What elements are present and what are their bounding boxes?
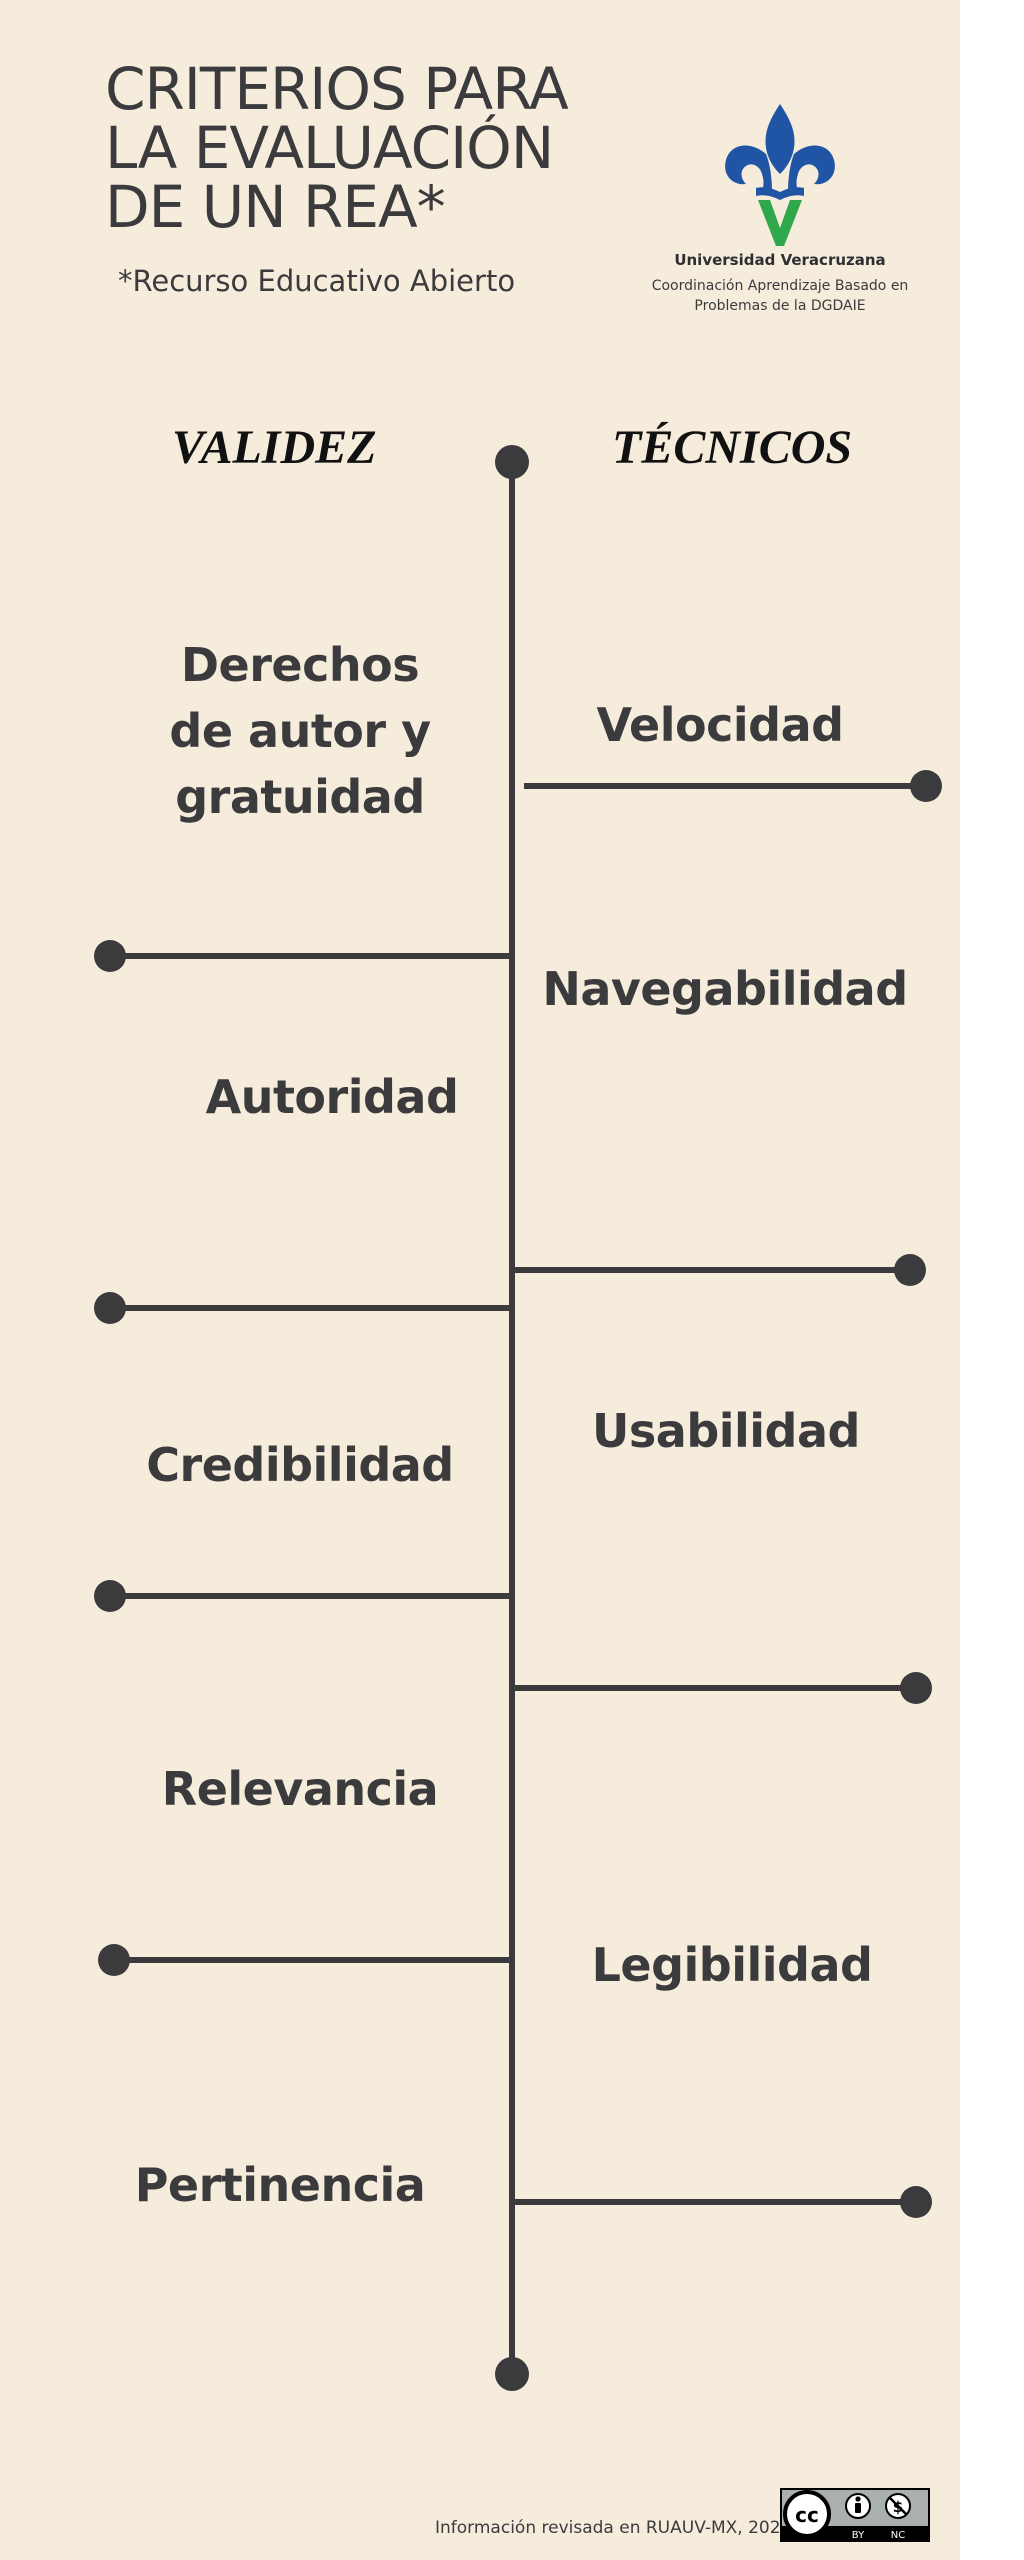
criterion-navegabilidad: Navegabilidad bbox=[542, 962, 908, 1016]
department-line: Coordinación Aprendizaje Basado en bbox=[651, 278, 909, 294]
footer-source: Información revisada en RUAUV-MX, 2020 bbox=[435, 2518, 792, 2538]
branch-node-usabilidad bbox=[900, 1672, 932, 1704]
university-name: Universidad Veracruzana bbox=[674, 251, 886, 269]
criterion-derechos-de-autor: Derechos de autor y gratuidad bbox=[169, 638, 431, 824]
criterion-legibilidad: Legibilidad bbox=[591, 1938, 873, 1992]
infographic-poster: CRITERIOS PARA LA EVALUACIÓN DE UN REA* … bbox=[0, 0, 960, 2560]
department-line: Problemas de la DGDAIE bbox=[694, 298, 866, 314]
column-heading-tecnicos: TÉCNICOS bbox=[612, 421, 853, 474]
branch-node-derechos bbox=[94, 940, 126, 972]
branch-node-velocidad bbox=[910, 770, 942, 802]
column-heading-validez: VALIDEZ bbox=[172, 421, 377, 474]
criterion-usabilidad: Usabilidad bbox=[592, 1404, 860, 1458]
universidad-veracruzana-logo-icon bbox=[725, 104, 835, 246]
criterion-relevancia: Relevancia bbox=[161, 1762, 439, 1816]
creative-commons-by-nc-icon: cc $ BY NC bbox=[780, 2488, 930, 2542]
criterion-credibilidad: Credibilidad bbox=[146, 1438, 454, 1492]
department-name: Coordinación Aprendizaje Basado en Probl… bbox=[600, 276, 960, 316]
branch-node-relevancia bbox=[98, 1944, 130, 1976]
criterion-autoridad: Autoridad bbox=[205, 1070, 459, 1124]
cc-label: cc bbox=[795, 2503, 819, 2527]
criterion-pertinencia: Pertinencia bbox=[134, 2158, 426, 2212]
cc-nc-label: NC bbox=[891, 2530, 905, 2541]
branch-node-credibilidad bbox=[94, 1580, 126, 1612]
poster-title: CRITERIOS PARA LA EVALUACIÓN DE UN REA* bbox=[105, 55, 569, 242]
cc-by-label: BY bbox=[852, 2530, 865, 2541]
timeline-start-node bbox=[495, 445, 529, 479]
timeline-end-node bbox=[495, 2357, 529, 2391]
branch-node-navegabilidad bbox=[894, 1254, 926, 1286]
branch-node-legibilidad bbox=[900, 2186, 932, 2218]
timeline-diagram bbox=[94, 445, 942, 2391]
criterion-velocidad: Velocidad bbox=[596, 698, 844, 752]
branch-node-autoridad bbox=[94, 1292, 126, 1324]
poster-subtitle: *Recurso Educativo Abierto bbox=[118, 264, 516, 298]
